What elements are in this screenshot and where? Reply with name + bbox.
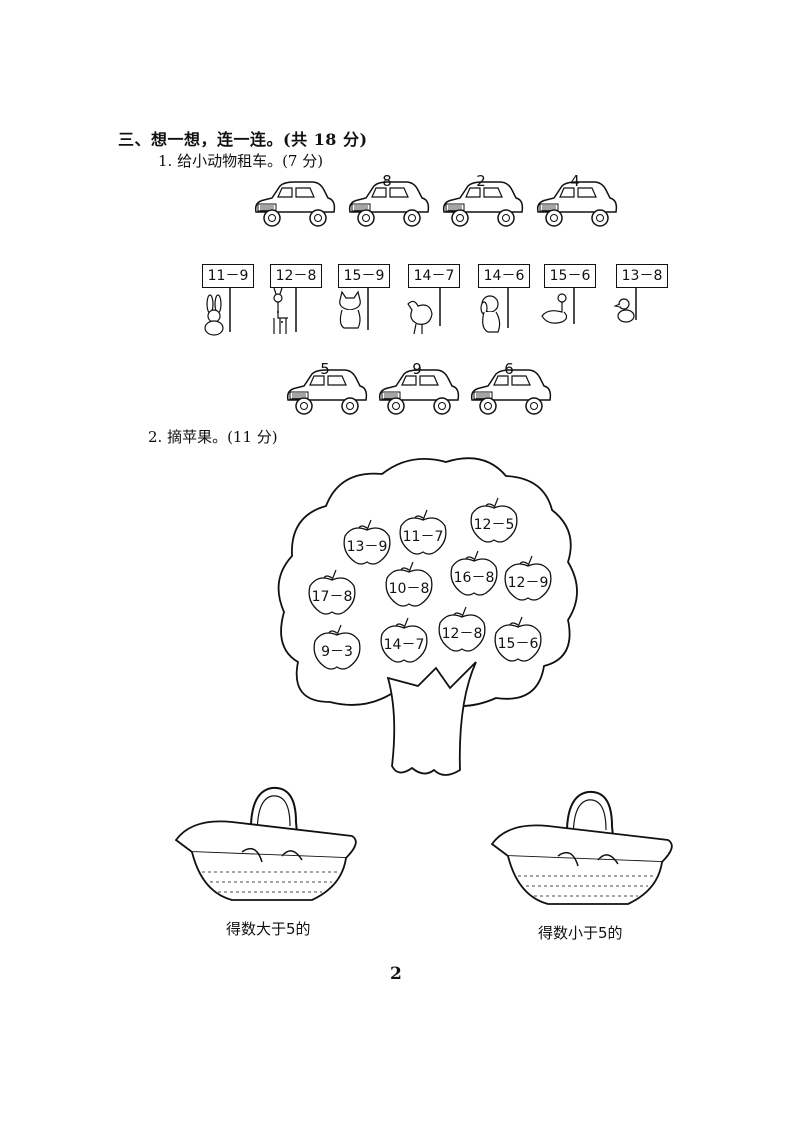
- car-icon: [442, 181, 524, 227]
- duck-icon: [541, 288, 575, 324]
- expression-sign: 14－6: [478, 264, 530, 288]
- car-number: 2: [476, 172, 486, 190]
- basket-label-less: 得数小于5的: [538, 924, 623, 942]
- car-icon: [254, 181, 336, 227]
- apple-9[interactable]: 14－7: [378, 617, 430, 664]
- chick-icon: [613, 288, 637, 323]
- expression-sign: 15－9: [338, 264, 390, 288]
- apple-7[interactable]: 12－9: [502, 555, 554, 602]
- apple-5[interactable]: 10－8: [383, 561, 435, 608]
- car-number: 6: [504, 360, 514, 378]
- apple-expression: 16－8: [453, 570, 495, 586]
- car-number: 9: [412, 360, 422, 378]
- deer-icon: [273, 287, 297, 334]
- car-icon: [286, 369, 368, 415]
- car-bottom-1[interactable]: 5: [282, 360, 368, 418]
- apple-expression: 14－7: [383, 637, 425, 653]
- apple-expression: 12－8: [441, 626, 483, 642]
- animal-cat[interactable]: 15－9: [334, 264, 396, 340]
- dog-icon: [480, 288, 509, 333]
- animal-deer[interactable]: 12－8: [266, 264, 328, 340]
- apple-icon: [504, 555, 552, 601]
- apple-4[interactable]: 17－8: [306, 569, 358, 616]
- expression-sign: 15－6: [544, 264, 596, 288]
- page-number: 2: [390, 964, 402, 984]
- apple-icon: [494, 616, 542, 662]
- animal-duck[interactable]: 15－6: [540, 264, 602, 340]
- apple-icon: [385, 561, 433, 607]
- apple-expression: 15－6: [497, 636, 539, 652]
- car-top-4[interactable]: 4: [532, 172, 618, 230]
- apple-8[interactable]: 9－3: [311, 624, 363, 671]
- apple-10[interactable]: 12－8: [436, 606, 488, 653]
- hen-icon: [407, 288, 441, 335]
- animal-chick[interactable]: 13－8: [612, 264, 674, 340]
- car-number: 8: [382, 172, 392, 190]
- apple-expression: 11－7: [402, 529, 444, 545]
- basket-icon-right[interactable]: [488, 786, 678, 916]
- rabbit-icon: [204, 288, 231, 336]
- question-2-title: 2. 摘苹果。(11 分): [148, 428, 278, 446]
- apple-expression: 17－8: [311, 589, 353, 605]
- section-title: 三、想一想，连一连。(共 18 分): [118, 130, 368, 149]
- expression-sign: 12－8: [270, 264, 322, 288]
- apple-6[interactable]: 16－8: [448, 550, 500, 597]
- apple-3[interactable]: 12－5: [468, 497, 520, 544]
- expression-sign: 14－7: [408, 264, 460, 288]
- car-number: 4: [570, 172, 580, 190]
- apple-expression: 13－9: [346, 539, 388, 555]
- apple-icon: [313, 624, 361, 670]
- apple-2[interactable]: 11－7: [397, 509, 449, 556]
- apple-icon: [308, 569, 356, 615]
- car-top-1[interactable]: [250, 178, 336, 230]
- cat-icon: [339, 288, 369, 330]
- car-top-2[interactable]: 8: [344, 172, 430, 230]
- apple-icon: [343, 519, 391, 565]
- apple-expression: 12－9: [507, 575, 549, 591]
- car-number: 5: [320, 360, 330, 378]
- animal-rabbit[interactable]: 11－9: [198, 264, 260, 340]
- question-1-title: 1. 给小动物租车。(7 分): [158, 152, 324, 170]
- basket-label-greater: 得数大于5的: [226, 920, 311, 938]
- animal-hen[interactable]: 14－7: [404, 264, 466, 340]
- car-bottom-2[interactable]: 9: [374, 360, 460, 418]
- animal-dog[interactable]: 14－6: [474, 264, 536, 340]
- car-icon: [378, 369, 460, 415]
- car-icon: [348, 181, 430, 227]
- expression-sign: 11－9: [202, 264, 254, 288]
- apple-icon: [380, 617, 428, 663]
- car-icon: [536, 181, 618, 227]
- basket-icon-left[interactable]: [172, 782, 362, 912]
- car-icon: [470, 369, 552, 415]
- apple-11[interactable]: 15－6: [492, 616, 544, 663]
- apple-expression: 12－5: [473, 517, 515, 533]
- apple-1[interactable]: 13－9: [341, 519, 393, 566]
- apple-icon: [470, 497, 518, 543]
- apple-icon: [450, 550, 498, 596]
- expression-sign: 13－8: [616, 264, 668, 288]
- car-top-3[interactable]: 2: [438, 172, 524, 230]
- apple-icon: [399, 509, 447, 555]
- apple-expression: 9－3: [321, 644, 353, 660]
- car-bottom-3[interactable]: 6: [466, 360, 552, 418]
- apple-icon: [438, 606, 486, 652]
- apple-expression: 10－8: [388, 581, 430, 597]
- tree-icon: [277, 457, 578, 776]
